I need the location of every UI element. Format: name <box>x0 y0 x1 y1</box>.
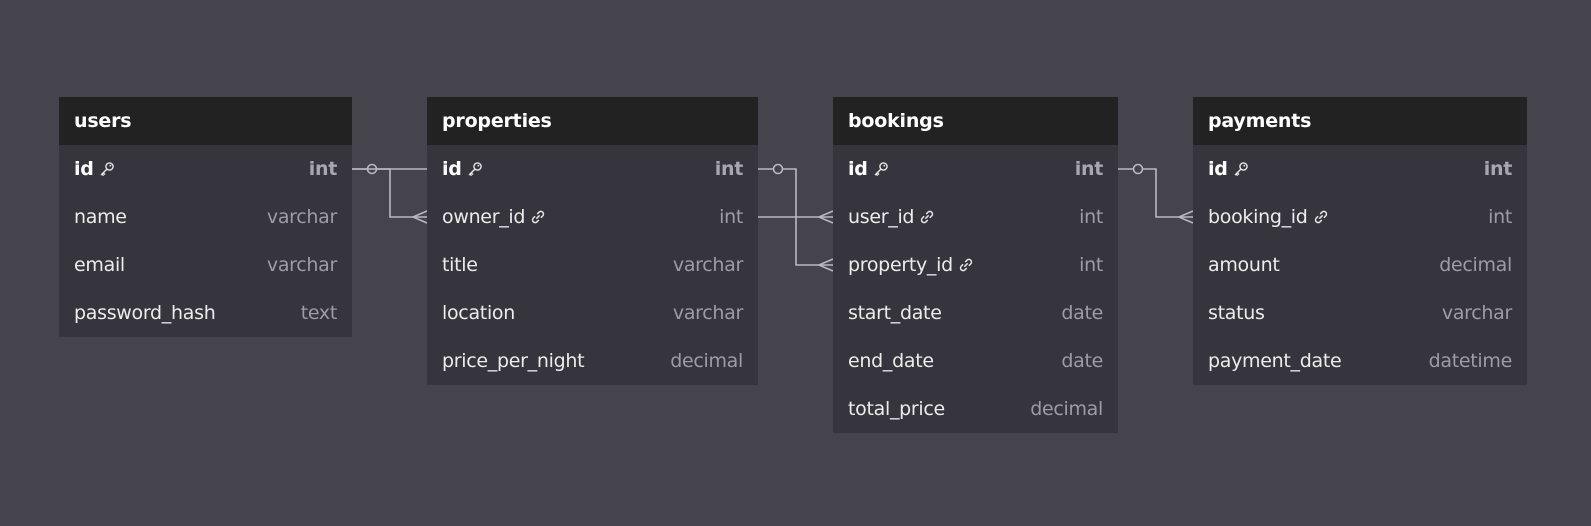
field-name: location <box>442 302 515 324</box>
field-type: int <box>714 158 744 180</box>
field-row-status[interactable]: status varchar <box>1193 289 1527 337</box>
field-type: decimal <box>1030 398 1103 420</box>
table-header[interactable]: bookings <box>833 97 1118 145</box>
connector-properties-bookings-many-marker <box>816 258 834 272</box>
field-type: int <box>1079 254 1103 276</box>
field-row-booking-id[interactable]: booking_id int <box>1193 193 1527 241</box>
field-type: varchar <box>672 302 743 324</box>
table-header[interactable]: users <box>59 97 352 145</box>
field-row-id[interactable]: id int <box>1193 145 1527 193</box>
table-bookings[interactable]: bookings id int user_id int property_id … <box>833 97 1118 433</box>
field-type: date <box>1061 302 1103 324</box>
field-name: user_id <box>848 206 935 228</box>
field-type: varchar <box>266 254 337 276</box>
key-icon <box>1233 161 1249 177</box>
field-name: name <box>74 206 127 228</box>
connector-users-properties-one-marker <box>366 163 378 175</box>
connector-bookings-payments-one-marker <box>1132 163 1144 175</box>
connector-bookings-payments-many-marker <box>1176 210 1194 224</box>
field-row-location[interactable]: location varchar <box>427 289 758 337</box>
field-name: id <box>74 158 115 180</box>
key-icon <box>467 161 483 177</box>
field-row-end-date[interactable]: end_date date <box>833 337 1118 385</box>
connector-users-bookings-many-marker <box>816 210 834 224</box>
connector-properties-bookings-one-marker <box>772 163 784 175</box>
field-type: decimal <box>1439 254 1512 276</box>
field-name: start_date <box>848 302 942 324</box>
key-icon <box>873 161 889 177</box>
connector-users-properties-many-marker <box>410 210 428 224</box>
key-icon <box>99 161 115 177</box>
field-row-password-hash[interactable]: password_hash text <box>59 289 352 337</box>
table-properties[interactable]: properties id int owner_id int title var… <box>427 97 758 385</box>
field-name: id <box>848 158 889 180</box>
field-name: email <box>74 254 125 276</box>
link-icon <box>1313 209 1329 225</box>
field-name: id <box>1208 158 1249 180</box>
field-row-owner-id[interactable]: owner_id int <box>427 193 758 241</box>
field-type: int <box>1074 158 1104 180</box>
field-name: booking_id <box>1208 206 1329 228</box>
field-type: datetime <box>1428 350 1513 372</box>
link-icon <box>919 209 935 225</box>
field-name: id <box>442 158 483 180</box>
field-row-title[interactable]: title varchar <box>427 241 758 289</box>
field-name: amount <box>1208 254 1280 276</box>
table-users[interactable]: users id int name varchar email varchar … <box>59 97 352 337</box>
field-type: int <box>1483 158 1513 180</box>
link-icon <box>530 209 546 225</box>
field-row-property-id[interactable]: property_id int <box>833 241 1118 289</box>
field-name: password_hash <box>74 302 216 324</box>
connector-properties-bookings <box>758 168 833 266</box>
field-type: int <box>308 158 338 180</box>
field-type: text <box>300 302 338 324</box>
connector-users-properties <box>352 168 427 218</box>
field-name: end_date <box>848 350 934 372</box>
field-row-email[interactable]: email varchar <box>59 241 352 289</box>
field-row-name[interactable]: name varchar <box>59 193 352 241</box>
field-row-amount[interactable]: amount decimal <box>1193 241 1527 289</box>
field-row-payment-date[interactable]: payment_date datetime <box>1193 337 1527 385</box>
field-name: owner_id <box>442 206 546 228</box>
field-type: int <box>1488 206 1512 228</box>
field-type: varchar <box>1441 302 1512 324</box>
field-type: decimal <box>670 350 743 372</box>
field-name: status <box>1208 302 1265 324</box>
field-type: varchar <box>672 254 743 276</box>
table-header[interactable]: properties <box>427 97 758 145</box>
table-header[interactable]: payments <box>1193 97 1527 145</box>
connector-bookings-payments <box>1118 168 1193 218</box>
field-row-price-per-night[interactable]: price_per_night decimal <box>427 337 758 385</box>
field-type: int <box>719 206 743 228</box>
table-payments[interactable]: payments id int booking_id int amount de… <box>1193 97 1527 385</box>
field-row-total-price[interactable]: total_price decimal <box>833 385 1118 433</box>
field-row-id[interactable]: id int <box>59 145 352 193</box>
field-name: property_id <box>848 254 974 276</box>
field-name: title <box>442 254 478 276</box>
field-name: payment_date <box>1208 350 1342 372</box>
field-row-start-date[interactable]: start_date date <box>833 289 1118 337</box>
link-icon <box>958 257 974 273</box>
field-row-id[interactable]: id int <box>427 145 758 193</box>
field-type: date <box>1061 350 1103 372</box>
field-name: price_per_night <box>442 350 585 372</box>
field-type: int <box>1079 206 1103 228</box>
field-name: total_price <box>848 398 945 420</box>
field-row-user-id[interactable]: user_id int <box>833 193 1118 241</box>
field-type: varchar <box>266 206 337 228</box>
field-row-id[interactable]: id int <box>833 145 1118 193</box>
